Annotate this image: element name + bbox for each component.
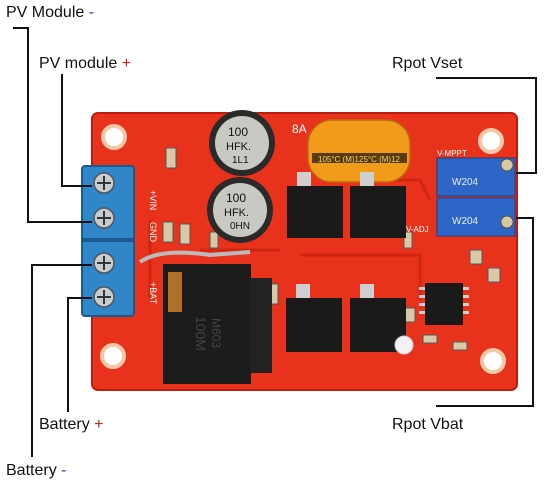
minus-sign: - [61, 462, 67, 479]
label-battery-minus: Battery - [6, 462, 66, 480]
led [394, 335, 414, 355]
large-inductor: 100M M603 [163, 264, 251, 384]
svg-text:105°C (M)125°C (M)12: 105°C (M)125°C (M)12 [318, 155, 401, 164]
label-text: Rpot Vset [392, 55, 463, 72]
label-rpot-vset: Rpot Vset [392, 55, 462, 73]
minus-sign: - [88, 4, 95, 21]
leader-rpot-vbat [436, 217, 534, 407]
potentiometer-vbat: W204 [436, 197, 516, 237]
mosfet-top-right [350, 172, 406, 238]
label-rpot-vbat: Rpot Vbat [392, 416, 463, 434]
label-pv-module-plus: PV module + [39, 55, 131, 73]
mount-hole-br [480, 348, 506, 374]
silk-bat: +BAT [148, 282, 158, 305]
svg-text:100: 100 [226, 191, 246, 205]
label-text: Battery [6, 462, 57, 479]
jumper-wire [138, 250, 251, 264]
mosfet-top-left [287, 172, 343, 238]
plus-sign: + [121, 55, 132, 72]
potentiometer-vset: W204 [436, 157, 516, 197]
round-inductor-top: 100 HFK. 1L1 [209, 110, 275, 176]
label-pv-module-minus: PV Module - [6, 4, 94, 22]
leader-pv-plus [61, 74, 92, 187]
leader-rpot-vset [436, 77, 537, 174]
mount-hole-tl [101, 124, 127, 150]
mount-hole-bl [100, 343, 126, 369]
silk-vadj: V-ADJ [406, 225, 429, 234]
round-inductor-bottom: 100 HFK. 0HN [207, 177, 273, 243]
silk-8a: 8A [292, 122, 307, 136]
silk-gnd: GND [148, 222, 158, 243]
svg-text:M603: M603 [209, 318, 223, 348]
label-battery-plus: Battery + [39, 416, 103, 434]
leader-pv-minus [13, 27, 92, 223]
svg-text:HFK.: HFK. [224, 207, 249, 219]
label-text: PV module [39, 55, 118, 72]
svg-text:100M: 100M [193, 316, 209, 351]
mosfet-bottom-left [286, 284, 342, 352]
control-ic [419, 283, 469, 325]
svg-text:W204: W204 [452, 177, 479, 188]
label-text: Rpot Vbat [392, 416, 464, 433]
svg-text:0HN: 0HN [230, 221, 250, 232]
svg-text:HFK.: HFK. [226, 141, 251, 153]
electrolytic-capacitor: 105°C (M)125°C (M)12 [307, 119, 411, 183]
svg-text:W204: W204 [452, 216, 479, 227]
svg-text:100: 100 [228, 125, 248, 139]
silk-vmppt: V-MPPT [437, 149, 467, 158]
svg-text:1L1: 1L1 [232, 155, 249, 166]
leader-battery-plus [67, 297, 92, 412]
silk-vin: +VIN [148, 190, 158, 210]
connector-strip [250, 278, 272, 373]
leader-battery-minus [31, 264, 92, 457]
mount-hole-tr [478, 128, 504, 154]
plus-sign: + [94, 416, 104, 433]
label-text: Battery [39, 416, 90, 433]
label-text: PV Module [6, 4, 85, 21]
terminal-block [81, 165, 135, 317]
